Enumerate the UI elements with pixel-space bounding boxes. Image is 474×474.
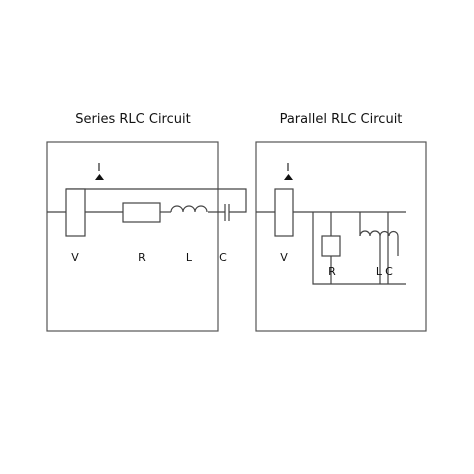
series-inductor	[170, 205, 208, 213]
series-resistor	[122, 202, 161, 223]
parallel-current-label: I	[286, 161, 289, 174]
series-label-r: R	[138, 251, 146, 264]
series-title: Series RLC Circuit	[75, 112, 190, 127]
parallel-resistor	[321, 235, 341, 257]
parallel-voltage-source	[274, 188, 294, 237]
series-label-v: V	[71, 251, 79, 264]
parallel-label-v: V	[280, 251, 288, 264]
parallel-inductor	[359, 230, 381, 237]
series-voltage-source	[65, 188, 86, 237]
parallel-frame	[255, 141, 427, 332]
parallel-rlc-panel: Parallel RLC Circuit I V R L C	[255, 112, 427, 332]
series-current-arrow-icon	[95, 174, 104, 180]
series-current-label: I	[97, 161, 100, 174]
series-label-c: C	[219, 251, 227, 264]
parallel-capacitor	[379, 230, 399, 237]
parallel-label-r: R	[328, 265, 336, 278]
parallel-title: Parallel RLC Circuit	[280, 112, 403, 127]
series-label-l: L	[186, 251, 193, 264]
parallel-label-c: C	[385, 265, 393, 278]
series-rlc-panel: Series RLC Circuit I V R L C	[46, 112, 247, 332]
parallel-current-arrow-icon	[284, 174, 293, 180]
parallel-bottom-bus	[312, 212, 406, 285]
series-frame	[46, 141, 219, 332]
parallel-label-l: L	[376, 265, 383, 278]
series-top-loop-wire	[66, 188, 247, 213]
